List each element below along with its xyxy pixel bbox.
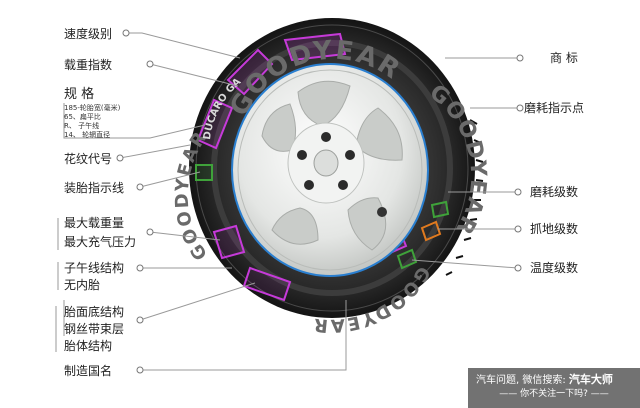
label-size-radial: R、 子午线	[64, 121, 99, 130]
label-size-rim: 14、 轮辋直径	[64, 130, 110, 139]
label-size: 规 格	[64, 86, 94, 102]
label-tread-base: 胎面底结构	[64, 304, 124, 319]
label-load-index: 载重指数	[64, 57, 112, 72]
label-size-width: 185-轮胎宽(毫米)	[64, 103, 121, 112]
label-radial-construction: 子午线结构	[64, 260, 124, 275]
label-mounting-line: 装胎指示线	[64, 180, 124, 195]
label-tubeless: 无内胎	[64, 278, 100, 292]
label-steel-belt: 钢丝带束层	[64, 322, 124, 336]
label-tread-pattern-code: 花纹代号	[64, 151, 112, 166]
label-max-pressure: 最大充气压力	[64, 234, 136, 249]
label-wear-indicator: 磨耗指示点	[524, 100, 584, 115]
label-country: 制造国名	[64, 363, 112, 378]
brackets	[55, 218, 59, 352]
watermark-line1: 汽车问题, 微信搜索: 汽车大师	[476, 373, 613, 386]
label-carcass: 胎体结构	[64, 338, 112, 353]
label-traction-grade: 抓地级数	[530, 221, 578, 236]
tread-pattern	[445, 119, 484, 276]
label-speed-rating: 速度级别	[64, 26, 112, 41]
lug-nuts	[297, 132, 355, 190]
wheel	[231, 63, 429, 277]
watermark-line2: —— 你不关注一下吗? ——	[499, 389, 609, 399]
label-size-ratio: 65、扁平比	[64, 112, 101, 121]
watermark-banner: 汽车问题, 微信搜索: 汽车大师 —— 你不关注一下吗? ——	[468, 368, 640, 408]
label-treadwear-grade: 磨耗级数	[530, 184, 578, 199]
label-temperature-grade: 温度级数	[530, 260, 578, 275]
leader-lines	[63, 32, 520, 371]
label-max-load: 最大载重量	[64, 216, 124, 230]
valve-stem-icon	[377, 207, 387, 217]
leader-dots	[116, 29, 524, 374]
label-trademark: 商 标	[550, 50, 578, 65]
